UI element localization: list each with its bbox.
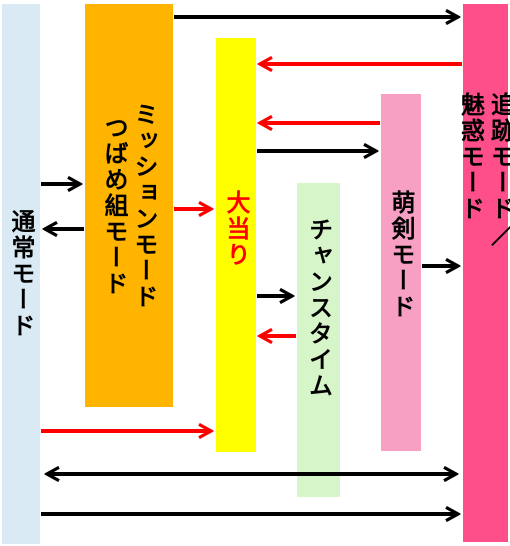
chance-time-label: チャンスタイム: [304, 217, 333, 399]
pursuit-mode-label: 追跡モード／: [486, 92, 510, 248]
mission-mode-label: ミッションモード: [130, 101, 158, 310]
chance-time-box: チャンスタイム: [297, 183, 340, 497]
moekan-mode-label: 萌剣モード: [387, 190, 415, 320]
jackpot-box: 大当り: [216, 38, 256, 452]
normal-mode-label: 通常モード: [7, 209, 35, 339]
moekan-mode-box: 萌剣モード: [381, 94, 421, 451]
mission-mode-box: ミッションモード つばめ組モード: [85, 4, 173, 407]
charm-mode-label: 魅惑モード: [456, 92, 485, 222]
pursuit-mode-box: 追跡モード／ 魅惑モード: [457, 4, 510, 542]
jackpot-label: 大当り: [222, 190, 250, 268]
normal-mode-box: 通常モード: [2, 4, 40, 544]
tsubame-mode-label: つばめ組モード: [100, 114, 128, 297]
